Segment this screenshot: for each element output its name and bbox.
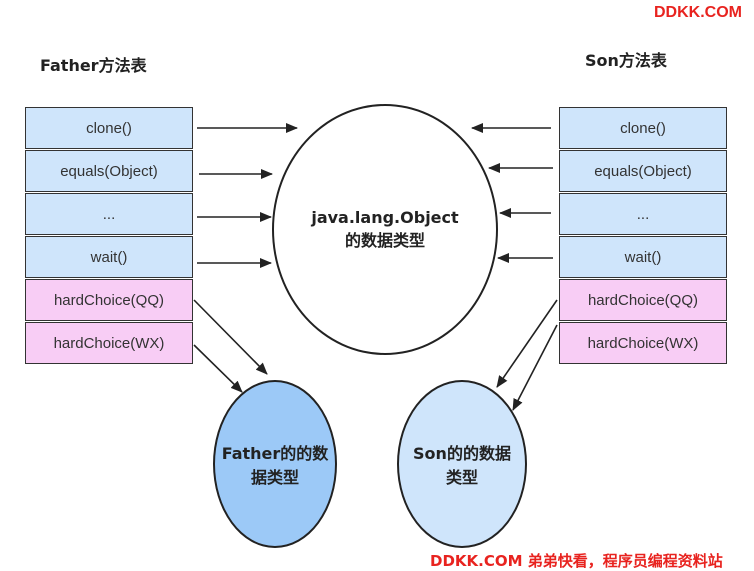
object-type-node: java.lang.Object 的数据类型 [272,104,498,355]
son-row-ellipsis: ... [559,193,727,235]
father-row-wait: wait() [25,236,193,278]
watermark-bottom: DDKK.COM 弟弟快看，程序员编程资料站 [430,552,723,570]
arrow-son-hardchoice-qq [496,299,558,388]
father-type-node: Father的的数 据类型 [213,380,337,548]
watermark-top: DDKK.COM [654,4,742,21]
arrow-father-hardchoice-wx [193,344,243,393]
father-row-equals: equals(Object) [25,150,193,192]
son-table-title: Son方法表 [585,51,667,70]
son-row-hardchoice-qq: hardChoice(QQ) [559,279,727,321]
son-row-hardchoice-wx: hardChoice(WX) [559,322,727,364]
father-node-line1: Father的的数 [221,444,329,463]
father-row-ellipsis: ... [25,193,193,235]
son-type-node: Son的的数据 类型 [397,380,527,548]
arrow-son-hardchoice-wx [512,324,558,411]
father-row-hardchoice-wx: hardChoice(WX) [25,322,193,364]
object-node-line1: java.lang.Object [311,208,459,227]
son-node-line1: Son的的数据 [413,444,511,463]
father-node-line2: 据类型 [250,468,299,487]
son-row-wait: wait() [559,236,727,278]
object-node-line2: 的数据类型 [344,231,425,250]
son-node-line2: 类型 [445,468,478,487]
father-table-title: Father方法表 [40,56,147,75]
son-row-equals: equals(Object) [559,150,727,192]
son-row-clone: clone() [559,107,727,149]
arrow-father-hardchoice-qq [193,299,268,375]
father-row-clone: clone() [25,107,193,149]
father-row-hardchoice-qq: hardChoice(QQ) [25,279,193,321]
